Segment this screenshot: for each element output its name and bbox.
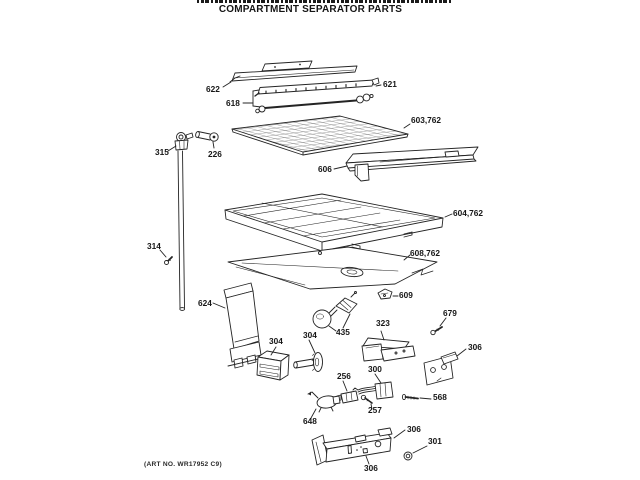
- part-label-306-side: 306: [468, 342, 482, 352]
- part-label-314: 314: [147, 241, 161, 251]
- part-568-screw: [401, 393, 432, 401]
- part-621-rail: [254, 77, 382, 97]
- page-title: COMPARTMENT SEPARATOR PARTS: [218, 4, 403, 15]
- part-label-306-top: 306: [407, 424, 421, 434]
- part-label-256: 256: [337, 371, 351, 381]
- art-number: (ART NO. WR17952 C9): [144, 461, 222, 468]
- part-435-lamp: [312, 291, 358, 332]
- part-labels: 622 621 618 603,762 226 315 606 604,762 …: [147, 79, 483, 473]
- part-label-679: 679: [443, 308, 457, 318]
- part-label-624: 624: [198, 298, 212, 308]
- part-622-trim-panel: [222, 60, 358, 88]
- part-label-435: 435: [336, 327, 350, 337]
- title-line1-clipped: [197, 0, 453, 3]
- part-label-608762: 608,762: [410, 248, 440, 258]
- part-label-618: 618: [226, 98, 240, 108]
- part-306-side-bracket: [423, 348, 467, 386]
- part-label-604762: 604,762: [453, 208, 483, 218]
- part-304-switch-box: [256, 346, 290, 381]
- part-label-323: 323: [376, 318, 390, 328]
- part-323-control-bracket: [361, 330, 416, 362]
- part-label-304-left: 304: [269, 336, 283, 346]
- part-label-622: 622: [206, 84, 220, 94]
- part-314-screw: [159, 249, 173, 265]
- part-609-clip: [377, 288, 399, 300]
- part-label-606: 606: [318, 164, 332, 174]
- part-label-257: 257: [368, 405, 382, 415]
- part-256-connector: [336, 380, 359, 404]
- part-306-mounting-bracket: [311, 427, 406, 466]
- part-label-609: 609: [399, 290, 413, 300]
- part-300-wire-harness: [352, 373, 394, 400]
- part-679-screw: [430, 317, 447, 336]
- part-label-300: 300: [368, 364, 382, 374]
- part-label-648: 648: [303, 416, 317, 426]
- part-label-301: 301: [428, 436, 442, 446]
- part-603-wire-shelf: [231, 115, 411, 156]
- part-624-divider-panel: [212, 282, 262, 369]
- part-618-support-rod: [242, 89, 374, 114]
- part-315-tube-fitting: [167, 132, 194, 311]
- part-257-screw: [360, 394, 373, 410]
- part-label-304-right: 304: [303, 330, 317, 340]
- part-301-grommet: [403, 445, 428, 461]
- part-304-knob: [293, 339, 323, 372]
- part-label-306-bottom: 306: [364, 463, 378, 473]
- part-226-peg: [195, 131, 219, 149]
- part-label-603762: 603,762: [411, 115, 441, 125]
- part-606-front-bar: [333, 146, 479, 182]
- part-label-568: 568: [433, 392, 447, 402]
- part-608-separator-panel: [227, 246, 438, 290]
- part-label-621: 621: [383, 79, 397, 89]
- part-label-226: 226: [208, 149, 222, 159]
- part-label-315: 315: [155, 147, 169, 157]
- part-604-separator-panel: [224, 193, 453, 252]
- part-648-thermostat: [307, 391, 341, 419]
